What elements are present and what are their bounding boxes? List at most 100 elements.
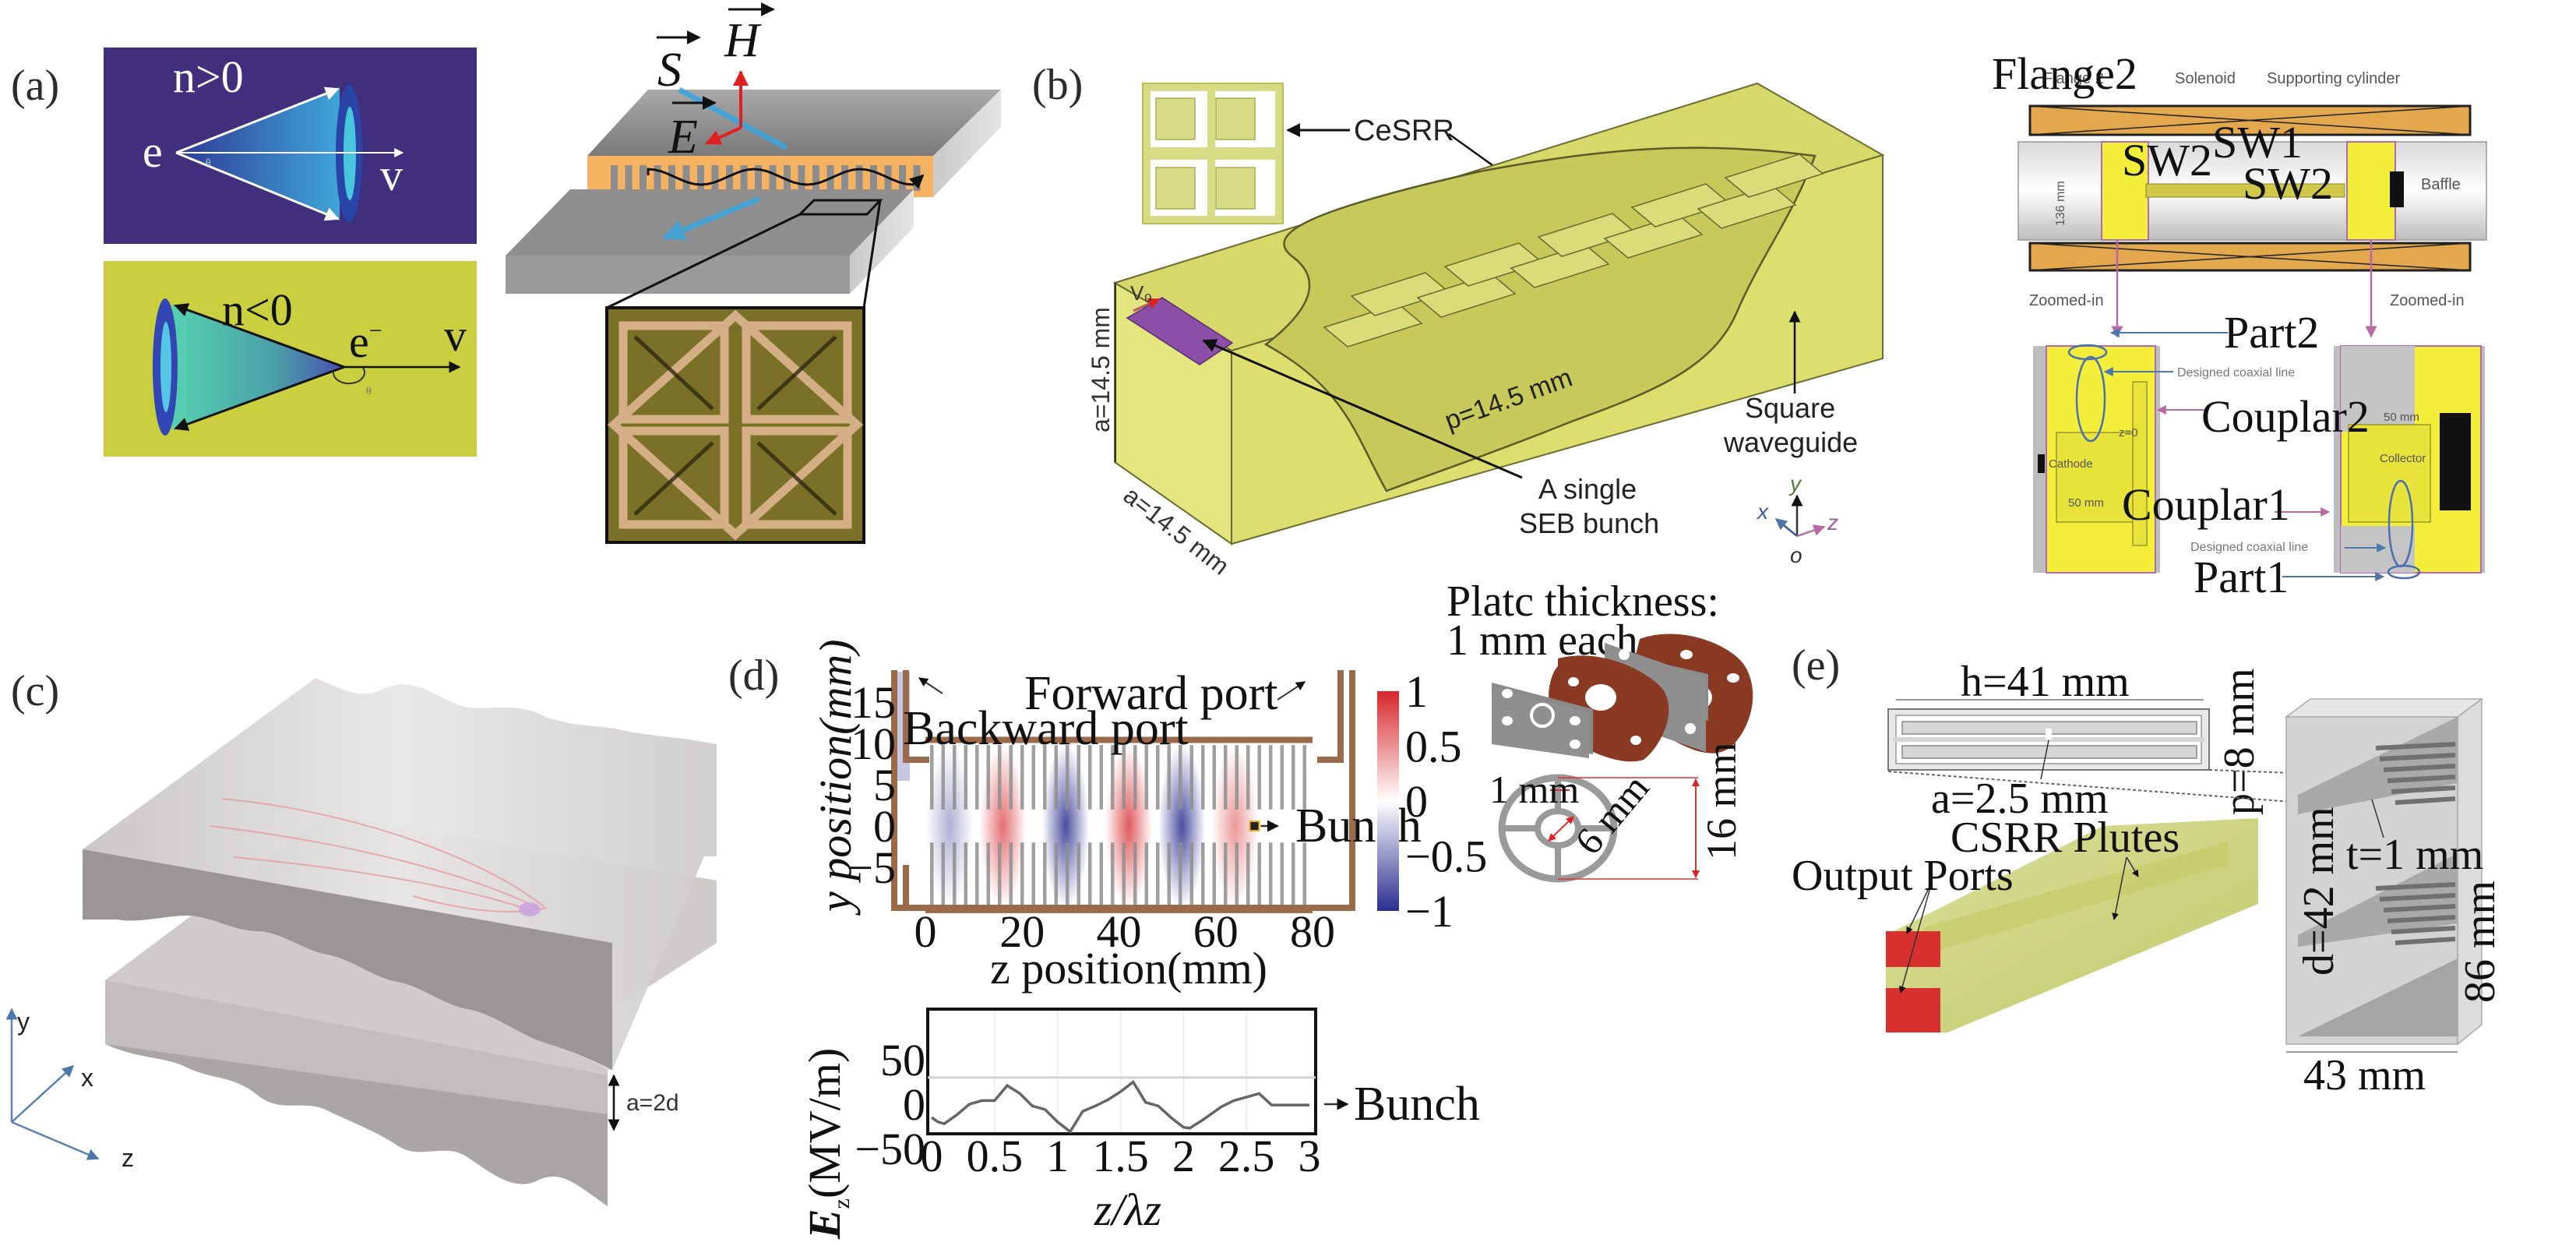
field-lines (210, 798, 548, 912)
vane (1302, 745, 1306, 810)
cone-rim-inner (160, 322, 171, 412)
csrr-strip (2387, 915, 2456, 923)
electron-bunch (519, 902, 541, 916)
corrugation-tooth (855, 165, 863, 191)
sw2-left-label: SW2 (2122, 135, 2212, 185)
couplar2-label: Couplar2 (2201, 391, 2370, 442)
vane (1043, 842, 1047, 907)
vane (1020, 745, 1024, 810)
vane (998, 842, 1002, 907)
velocity-label: v (444, 310, 467, 361)
csrr-strip (2387, 775, 2456, 783)
h-field-label: H (724, 14, 762, 67)
solenoid-bottom (2028, 242, 2472, 272)
axis-y-label: y (1788, 471, 1802, 496)
csrr-strip (2383, 904, 2456, 912)
vane (1122, 842, 1126, 907)
x-tick-label: 80 (1290, 906, 1335, 957)
vane (1031, 745, 1035, 810)
vane (1212, 745, 1216, 810)
panel-e: (e) h=41 mm p=8 mm a=2.5 mm CSRR Plutes … (1792, 641, 2504, 1100)
panel-b-label: (b) (1032, 61, 1083, 109)
vane (1099, 745, 1103, 810)
corrugation-tooth (769, 165, 777, 191)
corrugation-tooth (784, 165, 791, 191)
couplar1-label: Couplar1 (2122, 479, 2290, 530)
vane (1111, 745, 1115, 810)
colorbar-tick-label: −1 (1405, 886, 1454, 937)
output-ports-label: Output Ports (1792, 852, 2014, 900)
vane (998, 745, 1002, 810)
bunch-pointer-arrow (1202, 339, 1523, 479)
vane (1179, 745, 1182, 810)
field-lobe (926, 744, 974, 908)
vane (1224, 745, 1228, 810)
corrugation-tooth (711, 165, 719, 191)
colorbar: 10.50−0.5−1 (1377, 666, 1487, 937)
angle-arc (332, 367, 365, 385)
bunch-label: Bunch (1354, 1078, 1480, 1131)
zoom-connector (862, 199, 882, 309)
a-dimension-label: a=2.5 mm (1931, 775, 2109, 823)
height-dimension-label: 86 mm (2456, 881, 2504, 1003)
sw1-label: SW1 (2212, 117, 2303, 168)
vane (964, 842, 967, 907)
vane (1269, 745, 1273, 810)
corrugation-tooth (740, 165, 748, 191)
zoomed-in-right-label: Zoomed-in (2390, 292, 2465, 309)
vane (1111, 842, 1115, 907)
colorbar-tick-label: 1 (1405, 666, 1428, 717)
h-dimension-label: h=41 mm (1961, 658, 2130, 706)
e-field-label: E (668, 111, 698, 164)
p-dimension-label: p=8 mm (2215, 668, 2264, 815)
right-dimension-label: 50 mm (2384, 411, 2419, 424)
vane (930, 842, 934, 907)
cherenkov-cone-positive: n>0 e v θ (104, 48, 477, 244)
reverse-energy-arrow (662, 196, 761, 241)
x-tick-label: 0.5 (967, 1131, 1024, 1181)
steel-plate (1492, 683, 1593, 758)
corrugation-tooth (682, 165, 690, 191)
wave-propagation-arrow (647, 168, 925, 189)
cone-edge-arrow (175, 86, 340, 154)
vane (1179, 842, 1182, 907)
vane (1043, 745, 1047, 810)
csrr-strip-pattern (2375, 742, 2456, 945)
medium-label: n>0 (173, 51, 244, 102)
vane (1066, 842, 1070, 907)
dual-csrr-waveguide-model (1886, 818, 2258, 1032)
colorbar-tick-label: −0.5 (1405, 831, 1487, 882)
vane (1088, 745, 1092, 810)
vane (1144, 842, 1148, 907)
x-tick-label: 2 (1172, 1131, 1195, 1181)
poynting-vector-arrow (678, 86, 788, 151)
waveguide-label-line2: waveguide (1723, 426, 1858, 458)
vane (1099, 842, 1103, 907)
corrugation-tooth (625, 165, 633, 191)
electron-bunch-marker (1249, 821, 1260, 831)
outer-diameter-label: 16 mm (1698, 742, 1745, 860)
vane (1189, 745, 1193, 810)
colorbar-gradient (1377, 691, 1399, 911)
x-tick-label: 1 (1046, 1131, 1069, 1181)
field-lobe (1105, 744, 1152, 908)
csrr-strip (2375, 882, 2456, 891)
x-tick-label: 2.5 (1218, 1131, 1275, 1181)
cavity-walls (891, 670, 1355, 911)
x-tick-label: 3 (1299, 1131, 1321, 1181)
axis-origin-label: o (1790, 543, 1802, 567)
cone-shape (172, 304, 344, 430)
flange2-label: Flange2 (1992, 48, 2137, 99)
cone-shape (175, 87, 340, 221)
y-axis-title: Ez(MV/m) (799, 1048, 855, 1240)
vane (964, 745, 967, 810)
vane (1054, 745, 1058, 810)
panel-a-label: (a) (11, 62, 59, 110)
gap-label: a=2d (626, 1090, 679, 1116)
vane (1077, 842, 1080, 907)
x-tick-label: 40 (1097, 906, 1142, 957)
corrugation-tooth (870, 165, 877, 191)
